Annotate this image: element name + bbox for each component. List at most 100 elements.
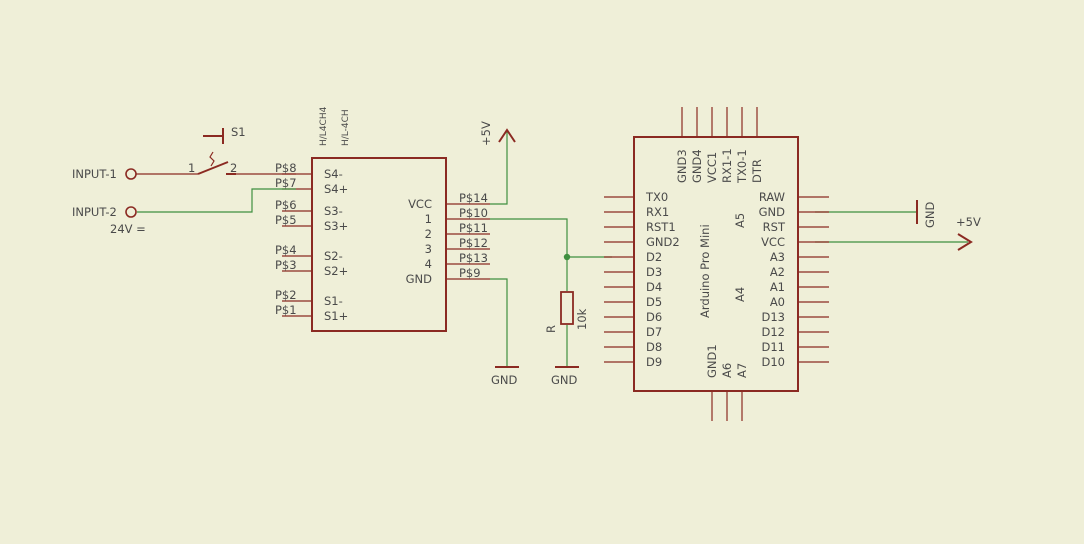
opto-top-labels: H/L4CH4 H/L-4CH xyxy=(319,106,351,146)
opto-left-pin-2: S3- xyxy=(324,204,343,218)
arduino-left-pin-1: RX1 xyxy=(646,205,669,219)
opto-right-pin-1: 1 xyxy=(425,212,432,226)
nets xyxy=(137,132,968,366)
arduino-right-pin-6: A1 xyxy=(770,280,785,294)
opto-right-pad-0: P$14 xyxy=(459,191,488,205)
input-2-terminal[interactable] xyxy=(125,206,137,218)
net-signal-d2 xyxy=(490,218,612,258)
arduino-left-pin-10: D8 xyxy=(646,340,662,354)
arduino-top-pin-3: RX1-1 xyxy=(720,148,734,183)
opto-left-pin-0: S4- xyxy=(324,167,343,181)
arduino-right-pin-3: VCC xyxy=(761,235,785,249)
switch-pin2-label: 2 xyxy=(230,161,237,175)
arduino-top-pin-0: GND3 xyxy=(675,149,689,183)
switch-pin1-label: 1 xyxy=(188,161,195,175)
arduino-bottom-pin-0: GND1 xyxy=(705,344,719,378)
arduino-right-pin-10: D11 xyxy=(762,340,786,354)
opto-top-label-0: H/L4CH4 xyxy=(319,106,329,146)
gnd-arduino-label: GND xyxy=(923,201,937,228)
opto-right-pin-0: VCC xyxy=(408,197,432,211)
input-1-label: INPUT-1 xyxy=(72,167,117,181)
net-5v-opto xyxy=(490,132,508,205)
arduino-right-pin-4: A3 xyxy=(770,250,785,264)
arduino-bottom-pin-2: A7 xyxy=(735,363,749,378)
switch-name: S1 xyxy=(231,125,246,139)
resistor-name: R xyxy=(544,325,558,333)
arduino-left-pin-4: D2 xyxy=(646,250,662,264)
opto-right-pin-2: 2 xyxy=(425,227,432,241)
arduino-left-pin-7: D5 xyxy=(646,295,662,309)
net-opto-gnd xyxy=(490,278,508,366)
resistor-value: 10k xyxy=(575,308,589,330)
opto-left-pad-2: P$6 xyxy=(275,198,297,212)
resistor-r[interactable]: R 10k xyxy=(544,291,589,333)
arduino-left-pin-3: GND2 xyxy=(646,235,680,249)
arduino-name: Arduino Pro Mini xyxy=(698,224,712,318)
opto-right-pad-5: P$9 xyxy=(459,266,481,280)
arduino-right-pin-7: A0 xyxy=(770,295,785,309)
opto-left-pin-4: S2- xyxy=(324,249,343,263)
arduino-right-pin-9: D12 xyxy=(762,325,786,339)
input-2-label: INPUT-2 xyxy=(72,205,117,219)
opto-left-pin-7: S1+ xyxy=(324,309,348,323)
junction-dot xyxy=(563,253,571,261)
input-terminals: INPUT-1 INPUT-2 24V = xyxy=(72,167,146,236)
arduino-inner-a4: A4 xyxy=(733,287,747,302)
arduino-right-pin-1: GND xyxy=(759,205,786,219)
opto-left-pad-4: P$4 xyxy=(275,243,297,257)
arduino-left-pin-6: D4 xyxy=(646,280,662,294)
voltage-note: 24V = xyxy=(110,222,146,236)
opto-left-pin-3: S3+ xyxy=(324,219,348,233)
opto-left-pin-5: S2+ xyxy=(324,264,348,278)
plus5v-right-arrow xyxy=(957,233,973,251)
opto-top-label-1: H/L-4CH xyxy=(341,109,351,146)
plus5v-right-label: +5V xyxy=(956,215,981,229)
switch-s1[interactable]: S1 1 2 xyxy=(136,125,296,175)
net-input2 xyxy=(137,188,296,213)
arduino-left-pin-11: D9 xyxy=(646,355,662,369)
arduino-left-pin-8: D6 xyxy=(646,310,662,324)
arduino-top-pin-5: DTR xyxy=(750,159,764,183)
opto-right-pin-3: 3 xyxy=(425,242,432,256)
arduino-right-pin-2: RST xyxy=(763,220,786,234)
arduino-bottom-pin-1: A6 xyxy=(720,363,734,378)
arduino-right-pin-11: D10 xyxy=(762,355,786,369)
arduino-left-pin-2: RST1 xyxy=(646,220,676,234)
arduino-top-pin-4: TX0-1 xyxy=(735,149,749,184)
opto-right-pad-2: P$11 xyxy=(459,221,488,235)
opto-left-pad-0: P$8 xyxy=(275,161,297,175)
arduino-left-pin-0: TX0 xyxy=(645,190,668,204)
arduino-right-pin-8: D13 xyxy=(762,310,786,324)
arduino-top-pin-1: GND4 xyxy=(690,149,704,183)
plus5v-top-label: +5V xyxy=(479,121,493,146)
arduino-left-pin-9: D7 xyxy=(646,325,662,339)
arduino-inner-a5: A5 xyxy=(733,213,747,228)
supply-symbols: +5V GND GND GND +5V xyxy=(479,121,981,387)
opto-right-pin-5: GND xyxy=(406,272,433,286)
arduino-left-pin-5: D3 xyxy=(646,265,662,279)
gnd-resistor-label: GND xyxy=(551,373,578,387)
gnd-opto-label: GND xyxy=(491,373,518,387)
opto-left-pad-6: P$2 xyxy=(275,288,297,302)
opto-right-pad-3: P$12 xyxy=(459,236,488,250)
opto-left-pin-6: S1- xyxy=(324,294,343,308)
opto-left-pad-5: P$3 xyxy=(275,258,297,272)
arduino-right-pin-0: RAW xyxy=(759,190,785,204)
opto-left-pad-7: P$1 xyxy=(275,303,297,317)
opto-left-pad-1: P$7 xyxy=(275,176,297,190)
arduino-top-pin-2: VCC1 xyxy=(705,152,719,183)
input-1-terminal[interactable] xyxy=(125,168,137,180)
opto-right-pad-1: P$10 xyxy=(459,206,488,220)
arduino-right-pin-5: A2 xyxy=(770,265,785,279)
opto-right-pad-4: P$13 xyxy=(459,251,488,265)
opto-left-pad-3: P$5 xyxy=(275,213,297,227)
